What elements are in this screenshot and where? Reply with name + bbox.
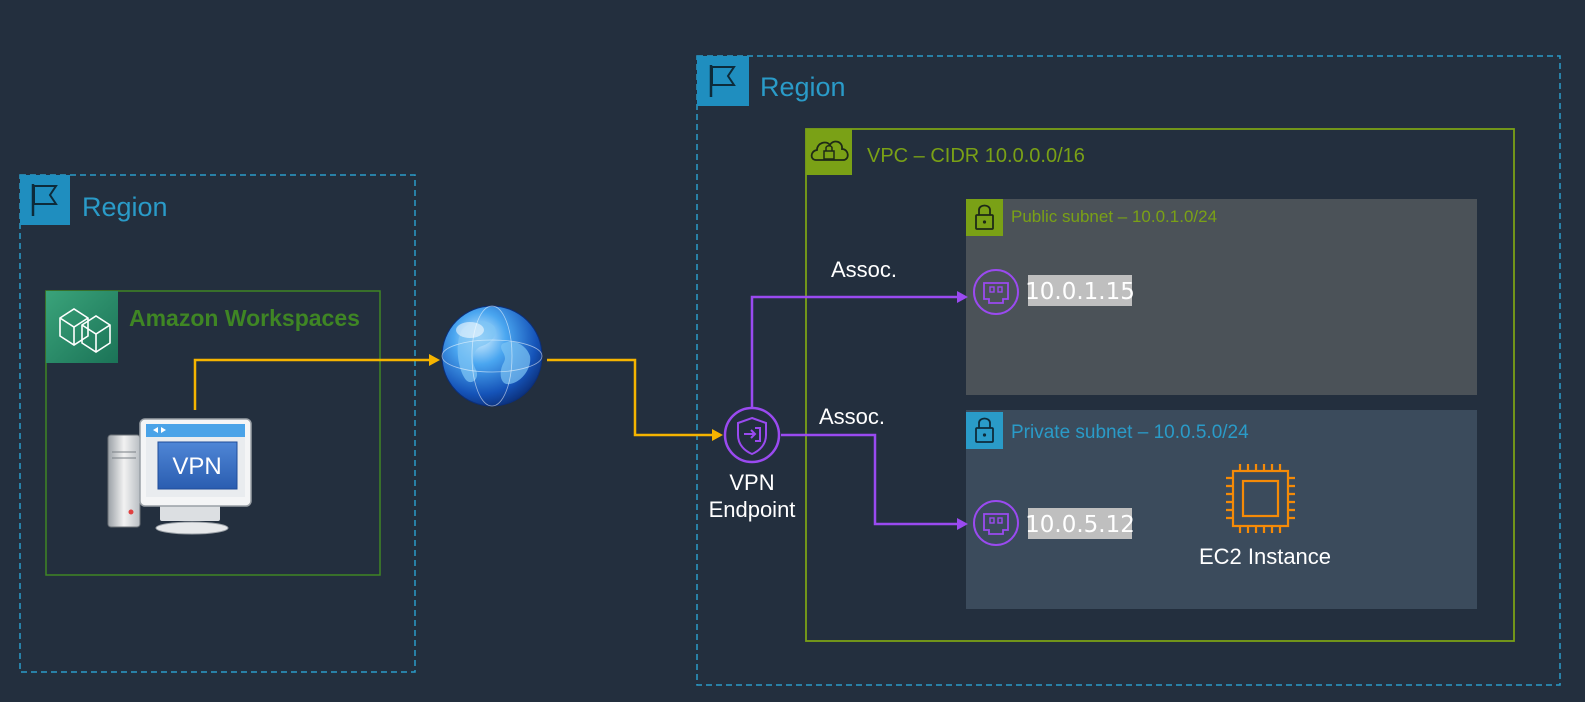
- left-region-label: Region: [82, 192, 168, 222]
- ec2-chip-icon: [1226, 464, 1295, 533]
- private-subnet-label: Private subnet – 10.0.5.0/24: [1011, 422, 1249, 443]
- left-region-border: [19, 174, 416, 673]
- vpn-endpoint-label-line1: VPN: [729, 470, 774, 495]
- vpc-border: [805, 128, 1515, 642]
- assoc-label-private: Assoc.: [819, 404, 885, 429]
- flag-icon: [697, 56, 749, 106]
- assoc-label-public: Assoc.: [831, 257, 897, 282]
- traffic-flow-lines: [193, 354, 723, 441]
- vpn-endpoint-icon: [723, 406, 781, 464]
- globe-icon: [441, 305, 543, 407]
- padlock-icon: [966, 199, 1003, 236]
- vpn-computer-icon: VPN: [107, 418, 252, 535]
- public-subnet-label: Public subnet – 10.0.1.0/24: [1011, 207, 1217, 226]
- private-eni-ip-highlight: [1028, 508, 1132, 539]
- association-lines: Assoc. Assoc.: [750, 257, 968, 530]
- workspaces-group-border: [45, 290, 381, 576]
- right-region-label: Region: [760, 72, 846, 102]
- assoc-private-line: [781, 433, 958, 526]
- flag-icon: [20, 175, 70, 225]
- network-interface-icon: [973, 269, 1019, 315]
- vpc-label: VPC – CIDR 10.0.0.0/16: [867, 145, 1085, 167]
- arrow-head: [957, 291, 968, 303]
- assoc-public-line: [750, 295, 958, 410]
- network-interface-icon: [973, 500, 1019, 546]
- internet-to-vpn-line: [547, 358, 713, 437]
- workspaces-label: Amazon Workspaces: [129, 305, 360, 331]
- cloud-lock-icon: [806, 129, 852, 175]
- workspace-to-internet-line: [193, 358, 430, 410]
- vpn-screen-label: VPN: [172, 453, 221, 480]
- right-region: Region VPC – CIDR 10.0.0.0/16 Public sub…: [696, 55, 1561, 686]
- workspaces-icon: [46, 291, 118, 363]
- arrow-head: [712, 429, 723, 441]
- padlock-icon: [966, 412, 1003, 449]
- public-eni-ip: 10.0.1.15: [1025, 279, 1135, 305]
- public-eni-ip-highlight: [1028, 275, 1132, 306]
- left-region: Region Amazon Workspaces VPN: [19, 174, 416, 673]
- ec2-label: EC2 Instance: [1199, 544, 1331, 569]
- private-eni-ip: 10.0.5.12: [1025, 512, 1135, 538]
- arrow-head: [429, 354, 440, 366]
- vpn-endpoint-label-line2: Endpoint: [709, 497, 796, 522]
- arrow-head: [957, 518, 968, 530]
- right-region-border: [696, 55, 1561, 686]
